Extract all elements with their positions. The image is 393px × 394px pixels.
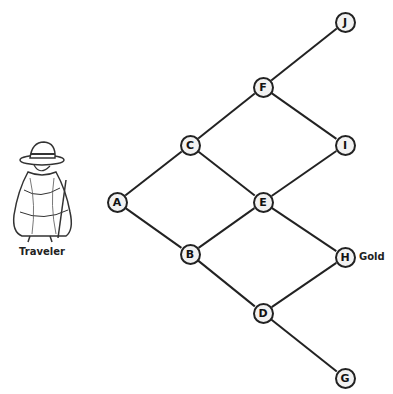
node-letter: C bbox=[186, 140, 194, 151]
node-letter: J bbox=[343, 17, 347, 28]
node-letter: H bbox=[340, 252, 349, 263]
path-edge bbox=[271, 320, 337, 372]
node-letter: A bbox=[113, 197, 122, 208]
goal-label: Gold bbox=[359, 251, 385, 262]
state-circle: A bbox=[107, 192, 128, 213]
state-circle: J bbox=[335, 12, 356, 33]
path-edge bbox=[126, 208, 182, 248]
state-circle: G bbox=[335, 368, 356, 389]
figure-caption: Traveler bbox=[19, 246, 65, 257]
state-circle: I bbox=[335, 135, 356, 156]
state-circle: D bbox=[253, 303, 274, 324]
path-edge bbox=[271, 29, 337, 81]
state-circle: F bbox=[253, 77, 274, 98]
path-edge bbox=[125, 151, 181, 195]
path-edge bbox=[199, 208, 255, 248]
node-letter: I bbox=[343, 140, 347, 151]
path-edge bbox=[272, 93, 337, 139]
node-letter: G bbox=[340, 373, 349, 384]
path-edge bbox=[272, 151, 337, 196]
node-letter: F bbox=[259, 82, 267, 93]
path-edge bbox=[198, 151, 254, 195]
state-circle: C bbox=[180, 135, 201, 156]
state-circle: H bbox=[335, 247, 356, 268]
path-edge bbox=[272, 208, 337, 251]
node-letter: E bbox=[259, 197, 267, 208]
state-circle: E bbox=[253, 192, 274, 213]
node-letter: D bbox=[258, 308, 267, 319]
node-letter: B bbox=[186, 249, 194, 260]
state-circle: B bbox=[180, 244, 201, 265]
path-edge bbox=[198, 94, 255, 139]
path-edge bbox=[272, 263, 337, 307]
path-edge bbox=[198, 261, 255, 307]
